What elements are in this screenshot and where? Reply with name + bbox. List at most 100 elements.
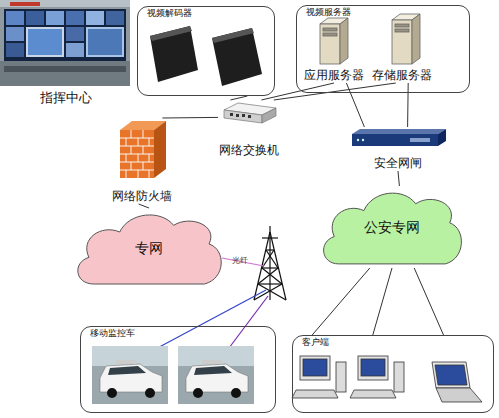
network-link xyxy=(139,204,149,208)
node-label: 移动监控车 xyxy=(90,328,135,338)
radio-tower xyxy=(262,250,274,268)
node-label: 网络防火墙 xyxy=(98,190,186,204)
client-group-box: 客户端 xyxy=(292,335,494,413)
network-link xyxy=(230,96,247,100)
firewall-wall xyxy=(138,170,139,178)
firewall-wall xyxy=(149,170,150,178)
monitoring-car-photo xyxy=(231,388,241,398)
network-switch xyxy=(242,114,245,117)
network-link xyxy=(414,268,443,335)
client-computer xyxy=(361,359,385,376)
video-decoder-device xyxy=(150,26,198,82)
network-link xyxy=(398,171,399,186)
client-computer xyxy=(292,356,482,402)
fiber-link-line xyxy=(222,258,264,266)
client-computer xyxy=(435,365,467,385)
command-center-photo xyxy=(0,61,130,86)
client-computer xyxy=(436,388,482,402)
node-label: 公安专网 xyxy=(318,219,466,235)
firewall-wall xyxy=(126,154,127,162)
network-switch xyxy=(248,115,251,118)
server-tower xyxy=(395,24,409,27)
monitoring-car-photo xyxy=(92,346,254,404)
node-label: 存储服务器 xyxy=(361,69,443,83)
security-gateway-device xyxy=(352,134,438,146)
client-computer xyxy=(432,362,470,388)
monitoring-car-photo xyxy=(202,360,222,364)
security-gateway-device xyxy=(438,129,446,146)
network-cloud: 公安专网 xyxy=(318,186,466,268)
server-tower xyxy=(340,18,348,64)
network-switch xyxy=(230,113,233,116)
node-label: 专网 xyxy=(72,240,226,256)
command-center-photo xyxy=(66,27,84,41)
firewall-wall xyxy=(120,121,166,178)
network-link xyxy=(274,83,396,100)
network-switch xyxy=(262,108,276,123)
security-gateway-device xyxy=(352,129,446,134)
radio-tower xyxy=(258,283,282,284)
network-link xyxy=(373,268,392,335)
server-tower xyxy=(412,14,420,64)
firewall-wall xyxy=(131,146,132,154)
server-tower xyxy=(323,28,337,31)
command-center-photo xyxy=(6,27,24,41)
node-label: 视频服务器 xyxy=(306,7,351,17)
radio-tower xyxy=(269,226,270,300)
firewall-wall xyxy=(149,154,150,162)
security-gateway-device xyxy=(357,139,359,141)
network-cloud: 专网 xyxy=(72,208,226,288)
command-center-photo xyxy=(6,11,24,25)
client-computer xyxy=(336,362,346,392)
command-center-node: 指挥中心 xyxy=(0,0,132,106)
command-center-photo xyxy=(0,0,130,86)
network-link xyxy=(261,83,334,100)
firewall-wall xyxy=(149,138,150,146)
server-tower xyxy=(395,29,409,32)
monitoring-car-photo xyxy=(92,346,168,404)
monitoring-car-photo xyxy=(107,388,117,398)
video-decoder-device xyxy=(212,28,254,43)
command-center-photo xyxy=(0,0,130,86)
command-center-photo xyxy=(66,43,84,57)
radio-tower xyxy=(266,249,274,250)
radio-tower xyxy=(254,284,282,300)
server-tower xyxy=(320,24,340,64)
network-switch xyxy=(224,103,276,123)
vehicle-group-box: 移动监控车 xyxy=(80,326,276,413)
fiber-link-line xyxy=(222,258,264,266)
network-link xyxy=(162,117,218,119)
monitoring-car-photo xyxy=(92,346,168,366)
security-gateway-device xyxy=(410,138,430,142)
node-label: 客户端 xyxy=(302,337,329,347)
security-gateway-device xyxy=(362,139,364,141)
monitoring-car-photo xyxy=(186,364,248,392)
command-center-photo xyxy=(10,2,40,6)
network-switch xyxy=(236,114,239,117)
server-tower xyxy=(392,20,412,64)
firewall-node: 网络防火墙 xyxy=(108,118,176,204)
switch-node: 网络交换机 xyxy=(218,100,280,158)
client-computer xyxy=(303,359,327,376)
firewall-wall xyxy=(143,130,144,138)
firewall-wall xyxy=(138,138,139,146)
command-center-photo xyxy=(6,43,24,57)
node-label: 指挥中心 xyxy=(0,91,142,106)
node-label: 视频解码器 xyxy=(147,8,192,18)
radio-tower xyxy=(254,226,286,300)
monitoring-car-photo xyxy=(178,346,254,366)
command-center-photo xyxy=(86,27,124,57)
command-center-photo xyxy=(26,11,44,25)
security-gateway-device xyxy=(352,129,446,146)
monitoring-car-photo xyxy=(116,360,136,364)
firewall-wall xyxy=(143,146,144,154)
monitoring-car-photo xyxy=(193,388,203,398)
monitoring-car-photo xyxy=(100,364,162,392)
command-center-photo xyxy=(106,11,124,25)
command-center-photo xyxy=(28,29,62,55)
firewall-wall xyxy=(154,121,166,178)
decoder-group-box: 视频解码器 xyxy=(137,6,275,96)
monitoring-car-photo xyxy=(178,346,254,404)
client-computer xyxy=(394,362,404,392)
